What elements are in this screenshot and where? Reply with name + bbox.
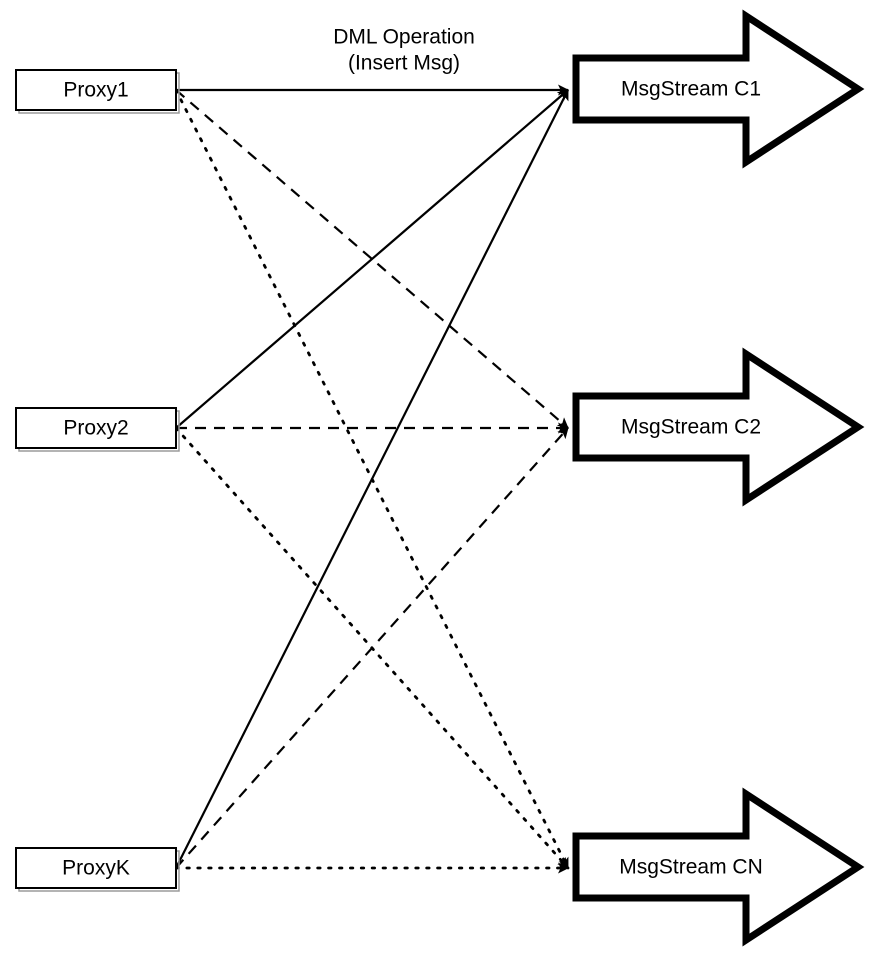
msgstream-node-c2[interactable]: MsgStream C2 [572,347,865,507]
msgstream-c1-arrow-shape[interactable] [572,9,865,169]
dml-operation-annotation: DML Operation (Insert Msg) [333,26,475,75]
msgstream-node-cn[interactable]: MsgStream CN [572,787,865,947]
msgstream-c2-label: MsgStream C2 [621,416,761,439]
proxy2-box[interactable] [15,407,177,449]
proxy-node-proxyk[interactable]: ProxyK [15,847,180,892]
edge-proxy1-to-msgstream-c2[interactable] [175,89,569,429]
edge-proxy2-to-msgstream-c1[interactable] [175,89,569,429]
edge-proxyk-to-msgstream-c1[interactable] [175,89,569,869]
msgstream-node-c1[interactable]: MsgStream C1 [572,9,865,169]
proxyk-label: ProxyK [62,857,130,880]
edge-proxyk-to-msgstream-c2[interactable] [175,427,569,869]
msgstream-c2-arrow-shape[interactable] [572,347,865,507]
annotation-line-2: (Insert Msg) [348,52,460,75]
proxy1-box[interactable] [15,69,177,111]
proxyk-box[interactable] [15,847,177,889]
proxy2-label: Proxy2 [63,417,128,440]
proxy-node-proxy2[interactable]: Proxy2 [15,407,180,452]
proxy1-label: Proxy1 [63,79,128,102]
msgstream-cn-label: MsgStream CN [619,856,763,879]
edge-group [174,84,570,874]
msgstream-c1-label: MsgStream C1 [621,78,761,101]
proxy-node-proxy1[interactable]: Proxy1 [15,69,180,114]
annotation-line-1: DML Operation [333,26,475,49]
msgstream-cn-arrow-shape[interactable] [572,787,865,947]
